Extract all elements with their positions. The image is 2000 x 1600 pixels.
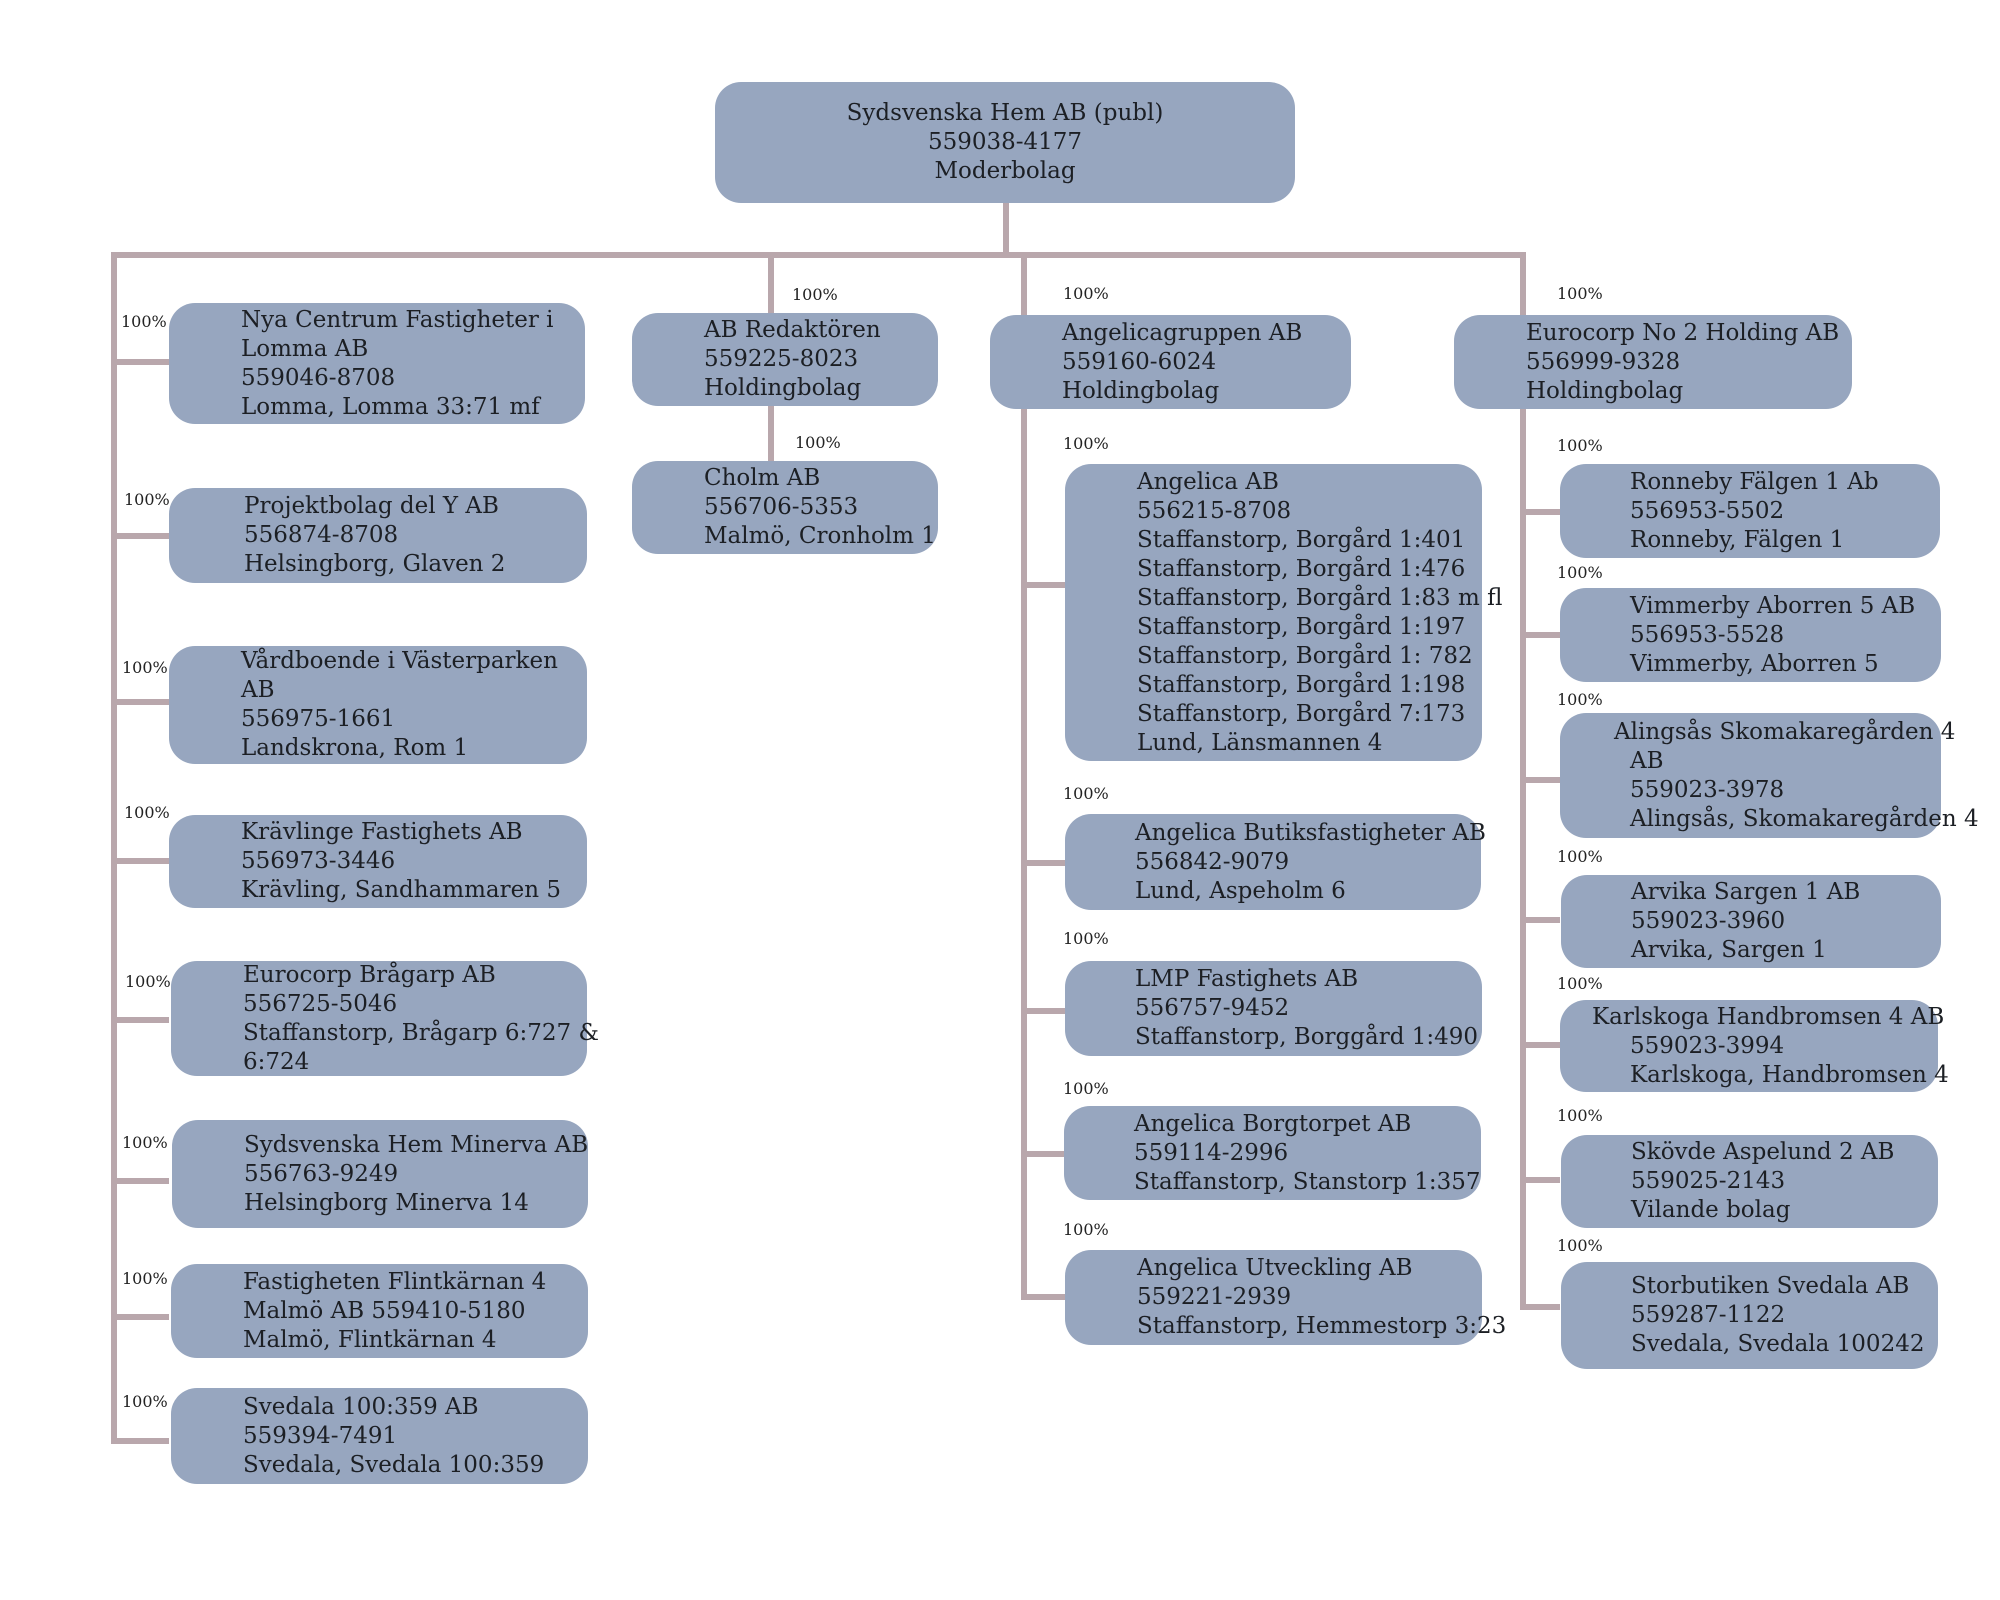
ownership-label: 100% [124,490,170,509]
ownership-label: 100% [792,285,838,304]
col4-branch [1520,777,1560,783]
subsidiary-box: Karlskoga Handbromsen 4 AB 559023-3994 K… [1560,1000,1949,1092]
ownership-label: 100% [1063,929,1109,948]
col1-branch [111,699,169,705]
subsidiary-box: Eurocorp Brågarp AB 556725-5046 Staffans… [171,961,599,1076]
ownership-label: 100% [122,1269,168,1288]
ownership-label: 100% [1557,847,1603,866]
col2-drop [768,255,774,315]
holding-company-box: Eurocorp No 2 Holding AB 556999-9328 Hol… [1454,315,1852,409]
col3-branch [1021,582,1065,588]
col1-branch [111,1438,169,1444]
ownership-label: 100% [1557,1236,1603,1255]
ownership-label: 100% [1063,284,1109,303]
col4-branch [1520,632,1560,638]
ownership-label: 100% [1063,1220,1109,1239]
subsidiary-box: Svedala 100:359 AB 559394-7491 Svedala, … [171,1388,588,1484]
ownership-label: 100% [1557,690,1603,709]
col4-branch [1520,917,1560,923]
col1-branch [111,1178,169,1184]
subsidiary-box: Angelica Utveckling AB 559221-2939 Staff… [1065,1250,1506,1345]
col4-branch [1520,1177,1560,1183]
ownership-label: 100% [1557,436,1603,455]
col1-branch [111,858,169,864]
col4-branch [1520,1042,1560,1048]
root-connector [1003,203,1009,255]
top-horizontal-bus [111,252,1526,258]
company-name: Sydsvenska Hem AB (publ) [846,100,1164,126]
ownership-label: 100% [1557,284,1603,303]
root-company-box: Sydsvenska Hem AB (publ) 559038-4177 Mod… [715,82,1295,203]
subsidiary-box: Cholm AB 556706-5353 Malmö, Cronholm 1 [632,461,938,554]
ownership-label: 100% [1063,784,1109,803]
col3-trunk [1021,255,1027,1299]
col1-branch [111,1314,169,1320]
subsidiary-box: LMP Fastighets AB 556757-9452 Staffansto… [1065,961,1482,1056]
col3-branch [1021,1294,1065,1300]
org-number: 559038-4177 [927,129,1083,155]
subsidiary-box: Projektbolag del Y AB 556874-8708 Helsin… [169,488,587,583]
subsidiary-box: Vårdboende i Västerparken AB 556975-1661… [169,646,587,764]
col4-branch [1520,1304,1560,1310]
ownership-label: 100% [1557,1106,1603,1125]
subsidiary-box: Skövde Aspelund 2 AB 559025-2143 Vilande… [1561,1135,1938,1228]
subsidiary-box: Angelica AB 556215-8708 Staffanstorp, Bo… [1065,464,1502,761]
ownership-label: 100% [1063,1079,1109,1098]
col2-child-link [768,406,774,462]
ownership-label: 100% [1557,974,1603,993]
ownership-label: 100% [122,1392,168,1411]
holding-company-box: Angelicagruppen AB 559160-6024 Holdingbo… [990,315,1351,409]
ownership-label: 100% [1063,434,1109,453]
ownership-label: 100% [124,803,170,822]
subsidiary-box: Ronneby Fälgen 1 Ab 556953-5502 Ronneby,… [1560,464,1940,558]
subsidiary-box: Fastigheten Flintkärnan 4 Malmö AB 55941… [171,1264,588,1358]
subsidiary-box: Alingsås Skomakaregården 4 AB 559023-397… [1560,713,1979,838]
subsidiary-box: Nya Centrum Fastigheter i Lomma AB 55904… [169,303,585,424]
col3-branch [1021,1008,1065,1014]
col1-branch [111,533,169,539]
col4-branch [1520,509,1560,515]
col1-trunk [111,252,117,1444]
col1-branch [111,359,169,365]
ownership-label: 100% [122,1133,168,1152]
subsidiary-box: Sydsvenska Hem Minerva AB 556763-9249 He… [172,1120,588,1228]
subsidiary-box: Krävlinge Fastighets AB 556973-3446 Kräv… [169,815,587,908]
ownership-label: 100% [1557,563,1603,582]
ownership-label: 100% [795,433,841,452]
ownership-label: 100% [125,972,171,991]
company-role: Moderbolag [934,158,1076,184]
subsidiary-box: Angelica Butiksfastigheter AB 556842-907… [1065,814,1486,910]
col3-branch [1021,860,1065,866]
ownership-label: 100% [121,312,167,331]
holding-company-box: AB Redaktören 559225-8023 Holdingbolag [632,313,938,406]
col1-branch [111,1017,169,1023]
subsidiary-box: Arvika Sargen 1 AB 559023-3960 Arvika, S… [1561,875,1941,968]
subsidiary-box: Vimmerby Aborren 5 AB 556953-5528 Vimmer… [1560,588,1941,682]
subsidiary-box: Storbutiken Svedala AB 559287-1122 Sveda… [1561,1262,1938,1369]
col3-branch [1021,1151,1065,1157]
ownership-label: 100% [122,658,168,677]
subsidiary-box: Angelica Borgtorpet AB 559114-2996 Staff… [1064,1106,1481,1200]
